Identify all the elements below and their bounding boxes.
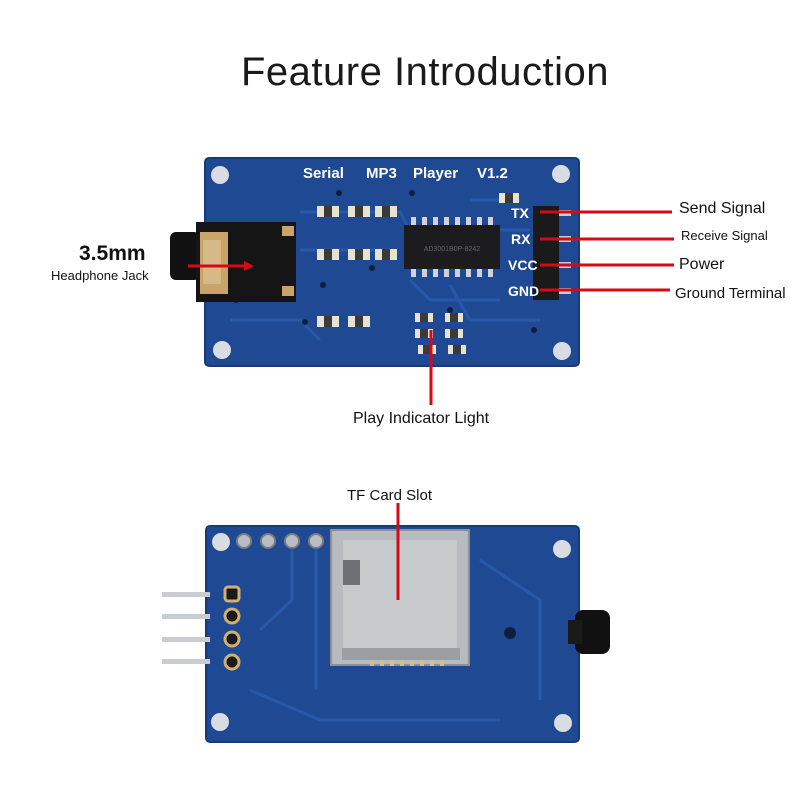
top-board: AD3001B0P-8242 bbox=[170, 157, 580, 367]
ic-chip: AD3001B0P-8242 bbox=[404, 217, 500, 277]
label-jack-name: Headphone Jack bbox=[51, 268, 149, 283]
label-receive-signal: Receive Signal bbox=[681, 228, 768, 243]
mounting-hole bbox=[554, 714, 572, 732]
smd-components bbox=[317, 193, 519, 354]
tf-card-slot bbox=[330, 529, 470, 666]
mounting-hole bbox=[553, 342, 571, 360]
pin-label-vcc: VCC bbox=[508, 257, 538, 273]
headphone-jack-back bbox=[568, 610, 610, 654]
pin-label-tx: TX bbox=[511, 205, 530, 221]
page-title: Feature Introduction bbox=[241, 50, 609, 94]
label-jack-size: 3.5mm bbox=[79, 242, 146, 265]
label-ground-terminal: Ground Terminal bbox=[675, 285, 786, 302]
svg-text:AD3001B0P-8242: AD3001B0P-8242 bbox=[424, 246, 481, 253]
headphone-jack bbox=[170, 222, 296, 302]
silkscreen-word: Player bbox=[413, 165, 458, 182]
bottom-board bbox=[162, 525, 610, 743]
mounting-hole bbox=[213, 341, 231, 359]
mounting-hole bbox=[212, 533, 230, 551]
silkscreen-word: MP3 bbox=[366, 165, 397, 182]
label-power: Power bbox=[679, 256, 725, 273]
mounting-hole bbox=[553, 540, 571, 558]
pin-label-rx: RX bbox=[511, 231, 531, 247]
pin-label-gnd: GND bbox=[508, 283, 539, 299]
label-tf-card-slot: TF Card Slot bbox=[347, 487, 433, 504]
mounting-hole bbox=[211, 713, 229, 731]
mounting-hole bbox=[552, 165, 570, 183]
label-send-signal: Send Signal bbox=[679, 200, 766, 217]
silkscreen-word: V1.2 bbox=[477, 165, 508, 182]
pin-header-back bbox=[162, 585, 241, 671]
mounting-hole bbox=[211, 166, 229, 184]
silkscreen-word: Serial bbox=[303, 165, 344, 182]
pointer-lines bbox=[188, 210, 674, 600]
silkscreen: Serial MP3 Player V1.2 TX RX VCC GND bbox=[303, 165, 539, 299]
label-play-indicator: Play Indicator Light bbox=[353, 410, 490, 427]
